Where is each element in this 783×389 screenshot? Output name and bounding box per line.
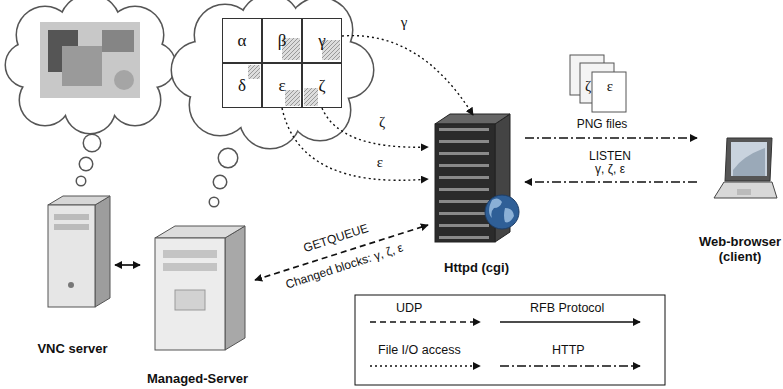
node-label: Web-browser (client) bbox=[697, 234, 783, 264]
server-node: VNC server bbox=[30, 190, 115, 356]
grid-block: ε bbox=[262, 63, 302, 108]
block-letter: α bbox=[238, 31, 247, 51]
legend-entry: UDP bbox=[396, 302, 422, 315]
legend-entry: RFB Protocol bbox=[530, 302, 604, 315]
edge-label: GETQUEUE bbox=[296, 220, 376, 257]
connector bbox=[342, 36, 473, 115]
page-letter: ζ bbox=[582, 80, 594, 93]
legend-entry: HTTP bbox=[552, 344, 585, 357]
grid-block: α bbox=[222, 18, 262, 63]
block-letter: β bbox=[278, 31, 287, 51]
edge-label: ζ bbox=[374, 116, 390, 129]
block-letter: ε bbox=[278, 76, 285, 96]
edge-label: ε bbox=[372, 156, 388, 169]
connector bbox=[525, 181, 697, 183]
node-label: Managed-Server bbox=[147, 371, 248, 386]
server-node: Managed-Server bbox=[140, 222, 255, 386]
block-letter: γ bbox=[318, 31, 326, 51]
client-node: Web-browser (client) bbox=[697, 130, 783, 264]
connector bbox=[525, 137, 697, 139]
grid-block: β bbox=[262, 18, 302, 63]
grid-block: δ bbox=[222, 63, 262, 108]
edge-label: γ bbox=[396, 16, 412, 29]
node-label: VNC server bbox=[37, 341, 107, 356]
edge-label: PNG files bbox=[572, 118, 632, 131]
connector bbox=[282, 108, 428, 180]
node-label: Httpd (cgi) bbox=[444, 260, 509, 275]
grid-block: γ bbox=[302, 18, 342, 63]
web-server-node: Httpd (cgi) bbox=[428, 115, 525, 275]
block-letter: ζ bbox=[318, 76, 325, 96]
edge-note: Changed blocks: γ, ζ, ε bbox=[264, 235, 425, 298]
connector bbox=[322, 108, 428, 147]
grid-block: ζ bbox=[302, 63, 342, 108]
page-letter: ε bbox=[600, 80, 620, 93]
edge-label: LISTEN γ, ζ, ε bbox=[584, 150, 636, 176]
legend-entry: File I/O access bbox=[378, 344, 461, 357]
block-letter: δ bbox=[238, 76, 246, 96]
connector bbox=[115, 264, 140, 266]
